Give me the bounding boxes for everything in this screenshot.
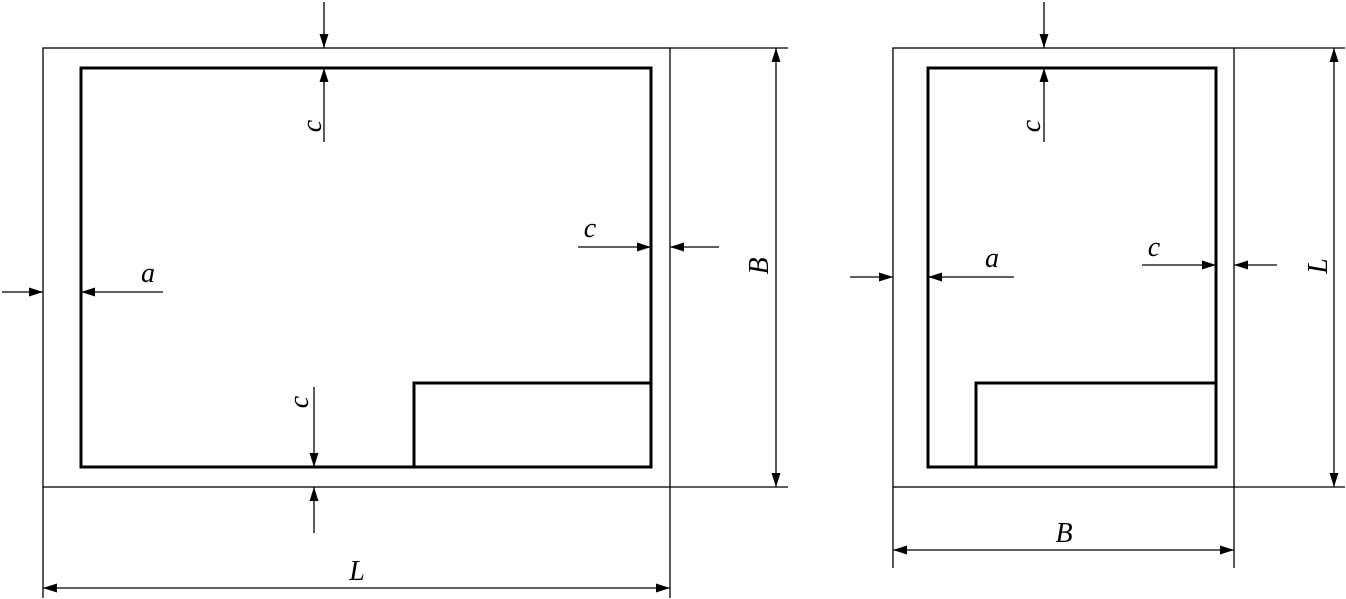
landscape-sheet: c c a c B L: [2, 2, 788, 598]
drawing-frame: [926, 66, 1218, 469]
portrait-sheet: c c a L B: [850, 2, 1345, 568]
width-label: B: [1055, 518, 1072, 549]
top-margin-label: c: [297, 119, 328, 132]
top-margin-label: c: [1016, 119, 1047, 132]
right-margin-label: c: [1148, 232, 1161, 263]
drawing-frame: [79, 66, 653, 469]
title-block: [412, 381, 651, 467]
width-label: L: [348, 556, 365, 587]
left-margin-label: a: [985, 243, 999, 274]
left-margin-label: a: [141, 258, 155, 289]
sheet-outline: [42, 47, 671, 488]
height-label: B: [744, 257, 775, 274]
right-margin-label: c: [584, 213, 597, 244]
bottom-margin-label: c: [284, 395, 315, 408]
title-block: [974, 381, 1216, 467]
sheet-outline: [892, 47, 1235, 488]
height-label: L: [1303, 258, 1334, 275]
